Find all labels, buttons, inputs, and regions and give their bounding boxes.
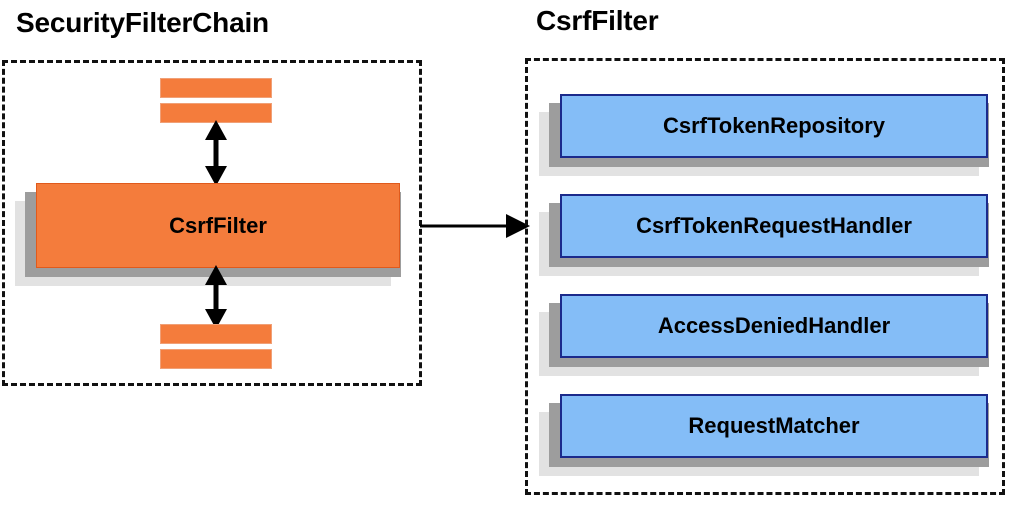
csrf-token-repository-card[interactable]: CsrfTokenRepository bbox=[539, 94, 989, 176]
filter-stub-bottom-1 bbox=[160, 324, 272, 344]
bidirectional-arrow-top bbox=[205, 120, 227, 186]
right-panel-title: CsrfFilter bbox=[536, 5, 659, 36]
card-face: RequestMatcher bbox=[560, 394, 988, 458]
csrf-token-repository-label: CsrfTokenRepository bbox=[662, 113, 886, 138]
filter-stub-top-1 bbox=[160, 78, 272, 98]
left-panel-title: SecurityFilterChain bbox=[16, 7, 269, 38]
request-matcher-card[interactable]: RequestMatcher bbox=[539, 394, 989, 476]
csrf-filter-boundary bbox=[525, 58, 1005, 495]
csrffilter-detail-connector bbox=[420, 214, 530, 238]
card-face: CsrfTokenRequestHandler bbox=[560, 194, 988, 258]
csrf-token-request-handler-card[interactable]: CsrfTokenRequestHandler bbox=[539, 194, 989, 276]
card-face: AccessDeniedHandler bbox=[560, 294, 988, 358]
access-denied-handler-card[interactable]: AccessDeniedHandler bbox=[539, 294, 989, 376]
filter-stub-bottom-2 bbox=[160, 349, 272, 369]
request-matcher-label: RequestMatcher bbox=[688, 413, 860, 438]
csrf-filter-card[interactable]: CsrfFilter bbox=[15, 183, 401, 286]
access-denied-handler-label: AccessDeniedHandler bbox=[657, 313, 891, 338]
csrf-filter-card-label: CsrfFilter bbox=[169, 212, 267, 238]
csrf-token-request-handler-label: CsrfTokenRequestHandler bbox=[636, 213, 912, 238]
bidirectional-arrow-bottom bbox=[205, 265, 227, 329]
card-face: CsrfFilter bbox=[36, 183, 400, 268]
card-face: CsrfTokenRepository bbox=[560, 94, 988, 158]
security-filter-chain-boundary bbox=[2, 60, 422, 386]
